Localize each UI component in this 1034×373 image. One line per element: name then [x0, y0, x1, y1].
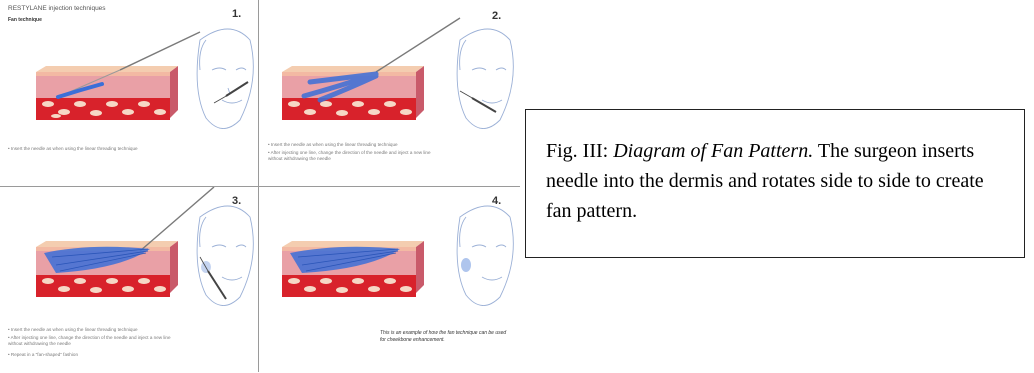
panel-caption: • After injecting one line, change the d… — [8, 335, 178, 347]
panel-4-illustration — [260, 187, 518, 373]
panel-1: RESTYLANE injection techniques Fan techn… — [0, 0, 258, 186]
figure-caption-box: Fig. III: Diagram of Fan Pattern. The su… — [525, 109, 1025, 258]
panel-caption: • Insert the needle as when using the li… — [8, 327, 238, 333]
panel-2: 2. • Insert the needle as — [260, 0, 518, 186]
panel-caption: • Insert the needle as when using the li… — [268, 142, 498, 148]
panel-caption: • Repeat in a "fan-shaped" fashion — [8, 352, 238, 358]
caption-title: Diagram of Fan Pattern. — [613, 140, 813, 162]
panel-caption: • Insert the needle as when using the li… — [8, 146, 238, 152]
panel-3: 3. • Insert — [0, 187, 258, 373]
caption-label: Fig. III: — [546, 140, 608, 162]
panel-note: This is an example of how the fan techni… — [380, 330, 510, 343]
panel-caption: • After injecting one line, change the d… — [268, 150, 438, 162]
fan-technique-figure: RESTYLANE injection techniques Fan techn… — [0, 0, 520, 372]
panel-4: 4. This is an example of how the — [260, 187, 518, 373]
panel-1-illustration — [0, 0, 258, 186]
